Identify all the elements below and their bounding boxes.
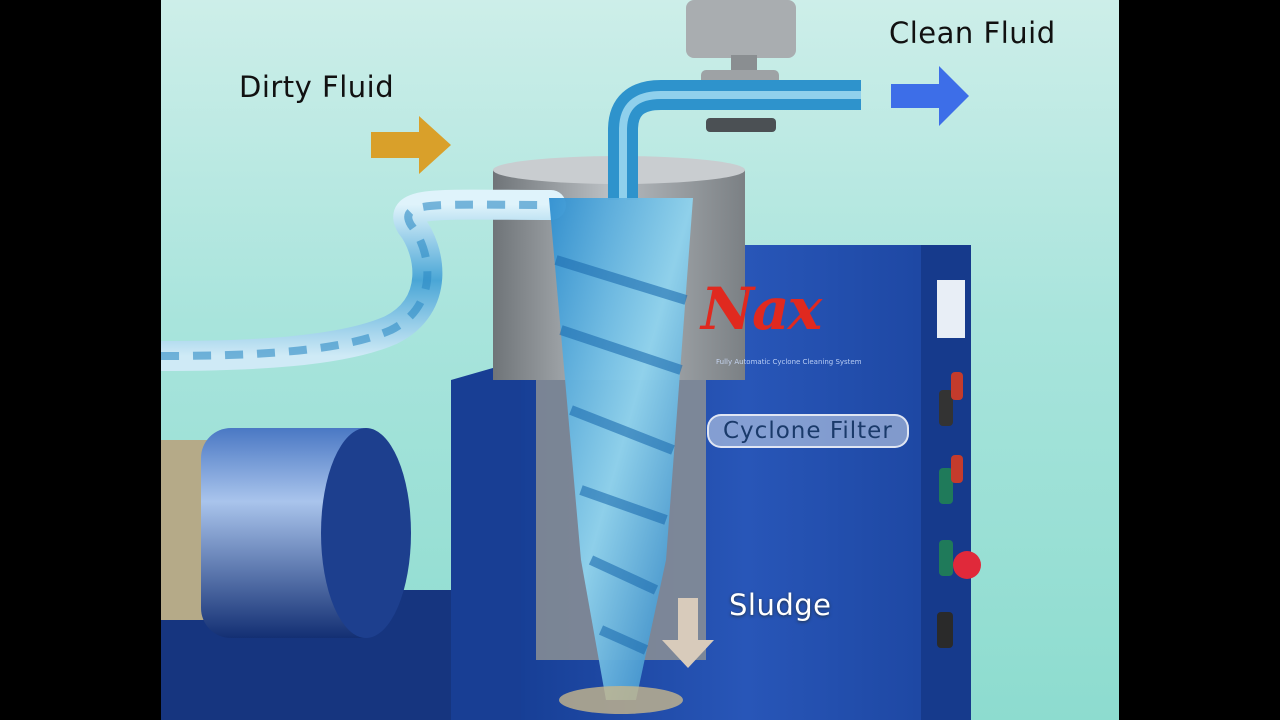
switch-3[interactable] (939, 540, 953, 576)
outlet-valve (686, 0, 796, 132)
dirty-fluid-label: Dirty Fluid (239, 70, 395, 104)
key-switch[interactable] (937, 612, 953, 648)
switch-1[interactable] (939, 390, 953, 426)
sludge-arrow-icon (662, 598, 714, 668)
dirty-arrow-icon (371, 116, 451, 174)
emergency-stop-button[interactable] (953, 551, 981, 579)
clean-fluid-label: Clean Fluid (889, 16, 1056, 50)
machine-illustration (161, 0, 981, 720)
switch-2[interactable] (939, 468, 953, 504)
indicator-2 (951, 455, 963, 483)
nameplate (937, 280, 965, 338)
brand-logo: Nax (701, 275, 822, 343)
cyclone-filter-label: Cyclone Filter (707, 414, 909, 448)
cyclone-filter-diagram: Dirty Fluid Clean Fluid Sludge Cyclone F… (161, 0, 1119, 720)
brand-tagline: Fully Automatic Cyclone Cleaning System (716, 358, 862, 366)
cyclone-cone (549, 198, 693, 714)
sludge-label: Sludge (729, 588, 832, 622)
inlet-pipe (161, 189, 566, 371)
indicator-1 (951, 372, 963, 400)
control-panel[interactable] (937, 372, 981, 648)
pump-motor (161, 428, 411, 638)
clean-arrow-icon (891, 66, 969, 126)
